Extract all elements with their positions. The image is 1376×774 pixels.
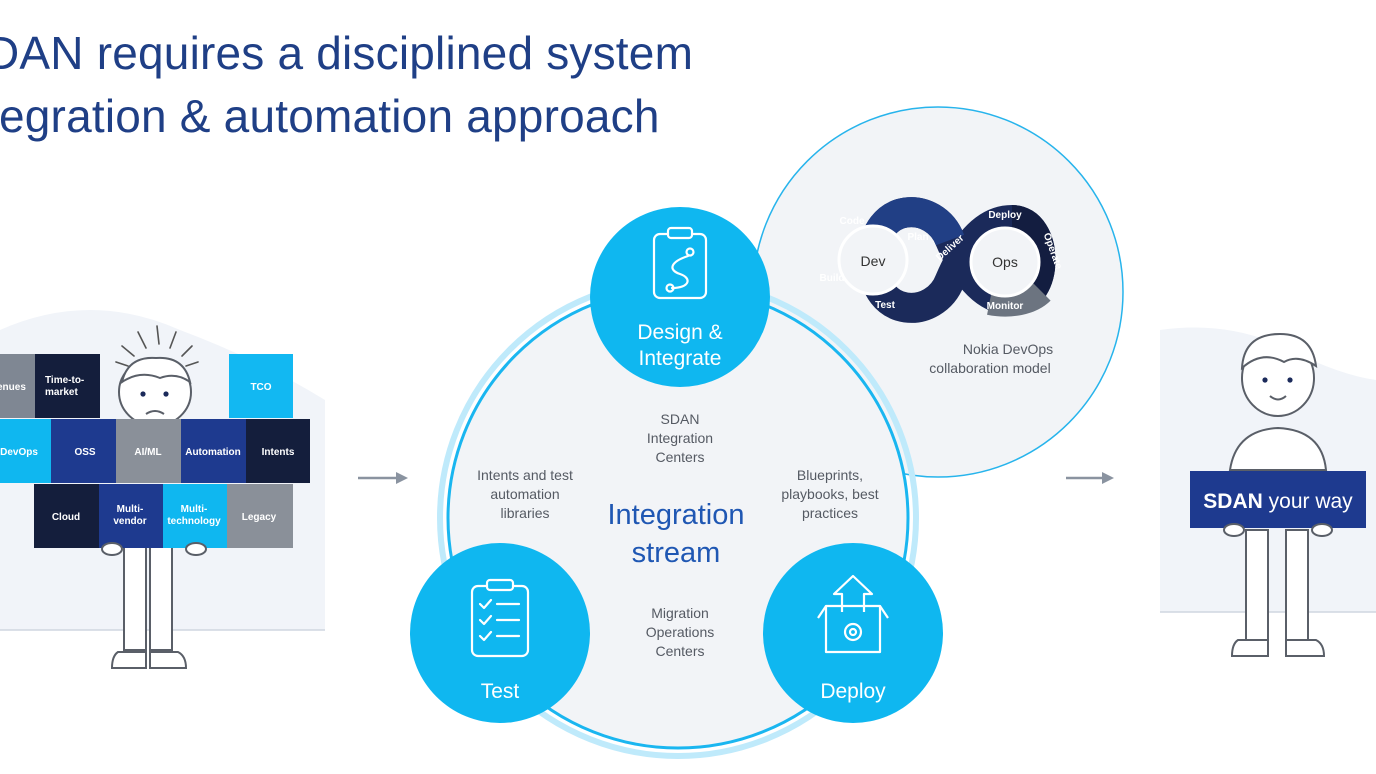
tile-label-automation: Automation <box>185 447 241 458</box>
note-integration-centers-1: SDAN <box>661 411 700 427</box>
happy-face <box>1262 377 1293 383</box>
page-title: DAN requires a disciplined system tegrat… <box>0 22 693 148</box>
note-blueprints-3: practices <box>802 505 858 521</box>
stream-label-2: stream <box>632 537 721 569</box>
outcome-illustration: SDAN your way <box>1160 327 1376 657</box>
title-line-2: tegration & automation approach <box>0 90 660 142</box>
tile-automation <box>181 419 246 483</box>
tile-label-legacy: Legacy <box>242 512 277 523</box>
note-blueprints-2: playbooks, best <box>781 486 878 502</box>
stream-label-1: Integration <box>607 499 744 531</box>
tile-label-devops: DevOps <box>0 447 38 458</box>
tile-cloud <box>34 484 99 548</box>
arrow-right-icon-2 <box>1066 472 1114 484</box>
person-icon <box>110 356 192 669</box>
note-integration-centers-2: Integration <box>647 430 713 446</box>
tile-revenues <box>0 354 35 418</box>
tile-label-time-to-market: Time-to-market <box>45 375 84 398</box>
tile-multi-vendor <box>99 484 163 548</box>
note-migration-3: Centers <box>655 643 704 659</box>
tile-devops <box>0 419 51 483</box>
note-intents-3: libraries <box>500 505 549 521</box>
stress-lines <box>115 325 199 367</box>
segment-code: Code <box>840 216 865 227</box>
tile-oss <box>51 419 116 483</box>
devops-caption-2: collaboration model <box>929 360 1050 376</box>
devops-loop: Dev Ops Code Plan Build Test Deliver Dep… <box>820 197 1064 323</box>
sign-text-bold: SDAN <box>1203 490 1263 513</box>
arrow-right-icon <box>358 472 408 484</box>
tile-label-tco: TCO <box>250 382 271 393</box>
sign-text-rest: your way <box>1263 490 1353 513</box>
box-upload-icon <box>817 574 889 654</box>
tile-label-revenues: enues <box>0 382 26 393</box>
tile-label-oss: OSS <box>74 447 95 458</box>
note-integration-centers-3: Centers <box>655 449 704 465</box>
devops-caption-1: Nokia DevOps <box>963 341 1053 357</box>
segment-plan: Plan <box>907 232 928 243</box>
sign-text: SDAN your way <box>1203 490 1353 513</box>
challenge-tiles <box>0 354 310 548</box>
title-line-1: DAN requires a disciplined system <box>0 27 694 79</box>
tile-label-multi-technology: Multi-technology <box>167 504 221 527</box>
hub-label-ops: Ops <box>992 254 1018 270</box>
dev-hub <box>837 224 909 296</box>
note-migration-1: Migration <box>651 605 709 621</box>
happy-person-icon <box>1228 332 1328 657</box>
node-label-design-1: Design & <box>637 321 722 344</box>
note-blueprints-1: Blueprints, <box>797 467 863 483</box>
node-label-deploy: Deploy <box>820 680 886 703</box>
segment-monitor: Monitor <box>987 301 1024 312</box>
tile-legacy <box>227 484 293 548</box>
challenges-illustration: enues Time-to-market TCO DevOps OSS AI/M… <box>0 310 325 669</box>
segment-deploy: Deploy <box>988 210 1022 221</box>
tile-label-aiml: AI/ML <box>134 447 161 458</box>
tile-tco <box>229 354 293 418</box>
sdan-sign <box>1190 471 1366 528</box>
tile-label-multi-vendor: Multi-vendor <box>113 504 146 527</box>
tile-label-intents: Intents <box>262 447 295 458</box>
sign-hands <box>1223 523 1333 537</box>
note-migration-2: Operations <box>646 624 714 640</box>
person-face <box>140 391 169 397</box>
node-deploy: Deploy <box>763 543 943 723</box>
segment-build: Build <box>820 273 845 284</box>
note-intents-1: Intents and test <box>477 467 573 483</box>
tile-intents <box>246 419 310 483</box>
node-design-integrate: Design & Integrate <box>590 207 770 387</box>
clipboard-path-icon <box>652 226 708 300</box>
hub-label-dev: Dev <box>861 253 886 269</box>
node-label-design-2: Integrate <box>639 347 722 370</box>
tile-multi-technology <box>163 484 227 548</box>
checklist-icon <box>470 578 530 658</box>
tile-aiml <box>116 419 181 483</box>
person-hands <box>101 542 207 556</box>
segment-test: Test <box>875 300 895 311</box>
ops-hub <box>969 226 1041 298</box>
node-label-test: Test <box>481 680 520 703</box>
tile-label-cloud: Cloud <box>52 512 80 523</box>
tile-time-to-market <box>35 354 100 418</box>
note-intents-2: automation <box>490 486 559 502</box>
node-test: Test <box>410 543 590 723</box>
